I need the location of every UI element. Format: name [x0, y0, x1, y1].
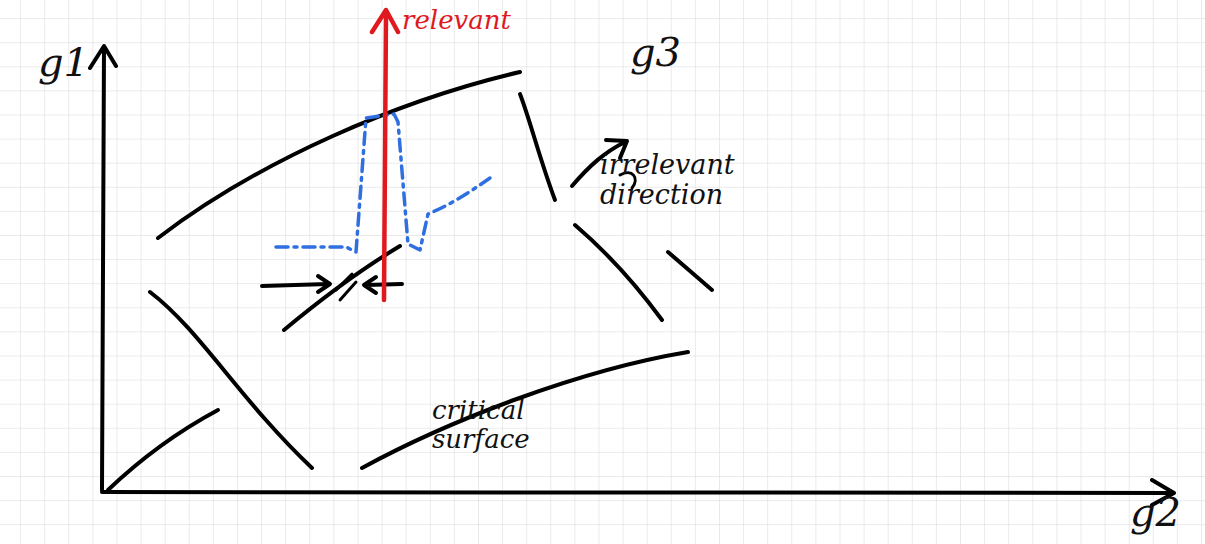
surface-edge	[108, 410, 218, 490]
surface-edge	[575, 225, 662, 320]
relevant-arrow	[372, 10, 398, 300]
surface-edge	[150, 292, 312, 468]
axis-label: g1	[38, 40, 89, 84]
surface-edge	[520, 94, 555, 200]
surface-edge	[158, 72, 520, 238]
surface-label: critical surface	[432, 396, 562, 453]
fixed-point	[336, 274, 356, 300]
flow-arrow	[262, 276, 330, 292]
axis-label: g2	[1130, 490, 1181, 534]
surface-edge	[362, 352, 688, 468]
relevant-label: relevant	[402, 6, 511, 35]
leader-line	[668, 252, 712, 290]
g1-axis	[90, 46, 116, 490]
g2-axis	[102, 480, 1174, 505]
direction-label: irrelevant direction	[600, 150, 750, 209]
axis-label: g3	[630, 30, 681, 74]
